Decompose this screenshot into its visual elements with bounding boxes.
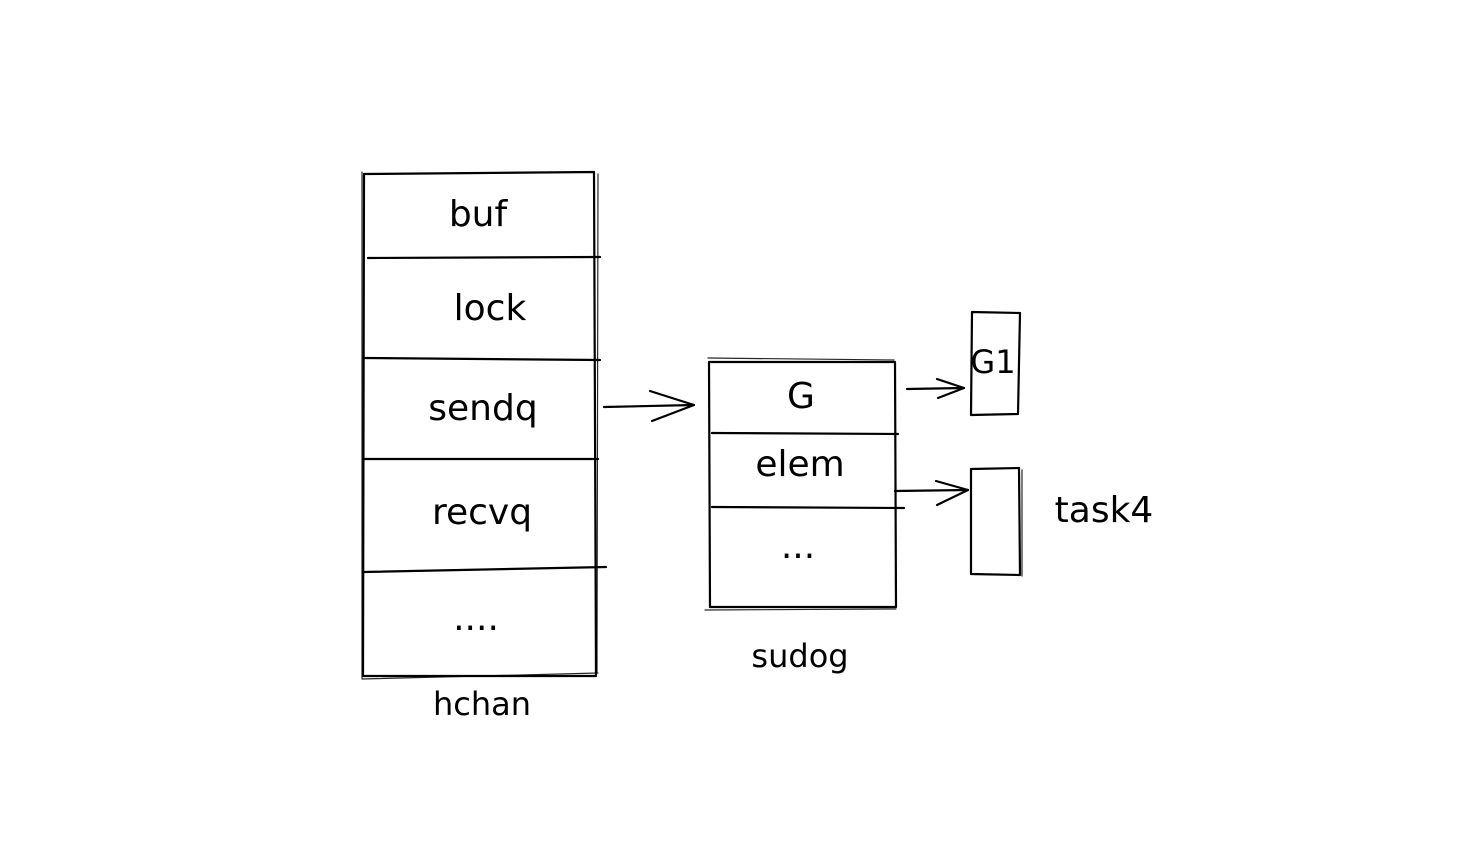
hchan-field-lock: lock xyxy=(454,288,527,329)
sudog-field-g: G xyxy=(787,376,815,417)
task-outline xyxy=(969,466,1022,577)
g1-box: G1 xyxy=(969,310,1022,417)
g1-outline xyxy=(969,310,1022,417)
task-caption: task4 xyxy=(1055,490,1154,531)
hchan-divider-2 xyxy=(362,356,602,362)
hchan-struct: buf lock sendq recvq .... hchan xyxy=(361,170,608,723)
sudog-divider-2 xyxy=(710,505,906,510)
arrow-head-icon xyxy=(935,377,966,400)
sudog-caption: sudog xyxy=(751,637,848,675)
sudog-struct: G elem ... sudog xyxy=(704,357,906,675)
sudog-divider-1 xyxy=(710,431,900,436)
arrow-sendq-to-sudog xyxy=(602,389,696,423)
arrow-head-icon xyxy=(648,389,696,423)
hchan-field-recvq: recvq xyxy=(432,492,532,533)
g1-label: G1 xyxy=(970,343,1015,381)
arrow-head-icon xyxy=(934,479,970,507)
hchan-caption: hchan xyxy=(433,685,531,723)
hchan-field-buf: buf xyxy=(449,194,509,235)
task-box: task4 xyxy=(969,466,1154,577)
sudog-outline xyxy=(707,360,898,609)
hchan-divider-1 xyxy=(366,255,602,260)
arrow-shaft xyxy=(893,488,970,493)
arrow-elem-to-task xyxy=(893,479,970,507)
hchan-divider-4 xyxy=(362,565,608,574)
sudog-field-elem: elem xyxy=(755,444,844,485)
hchan-field-ellipsis: .... xyxy=(453,598,499,639)
sudog-field-ellipsis: ... xyxy=(781,526,815,567)
sudog-outline-sketch xyxy=(704,357,897,611)
arrow-shaft xyxy=(905,386,966,391)
hchan-field-sendq: sendq xyxy=(428,388,537,429)
hchan-outline xyxy=(361,170,598,678)
arrow-shaft xyxy=(602,403,696,409)
arrow-g-to-g1 xyxy=(905,377,966,400)
